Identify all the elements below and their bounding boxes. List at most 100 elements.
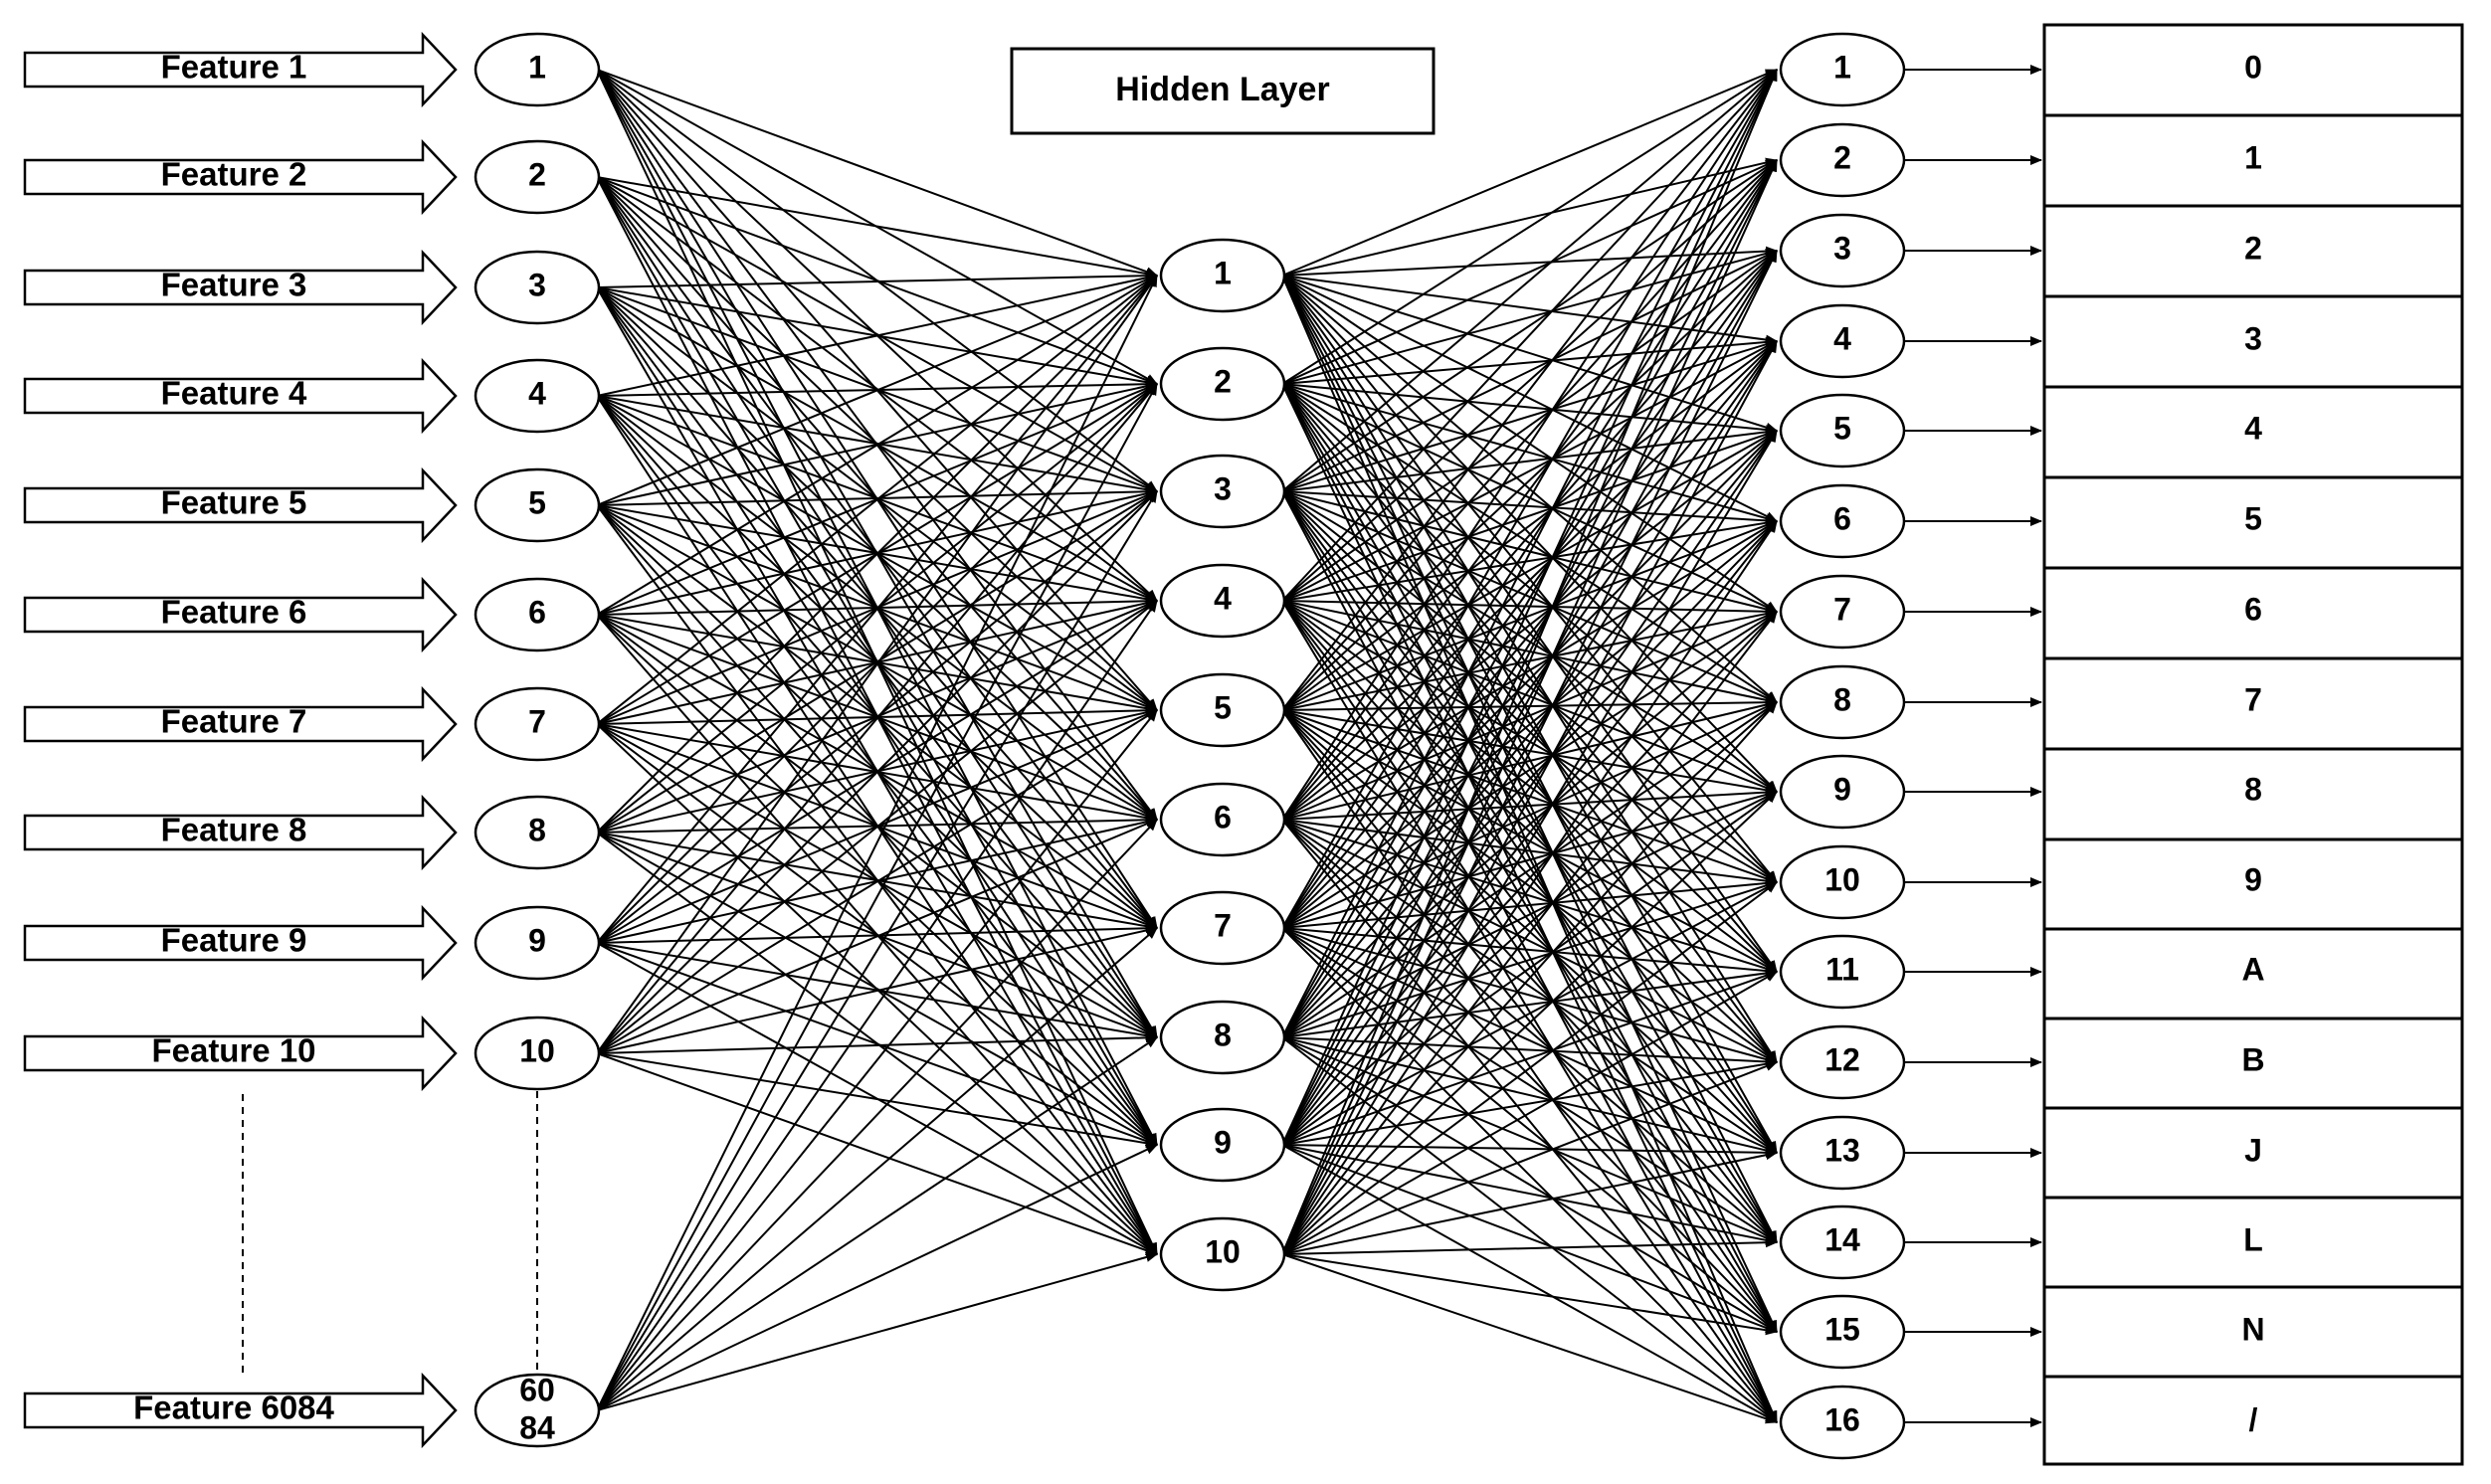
node-ellipse [474,686,601,762]
connection-input-2-hidden-1 [596,176,1158,279]
node-label: 1 [528,49,546,85]
input-node-6: 6 [474,577,601,652]
feature-label: Feature 8 [161,812,307,848]
input-node-7: 7 [474,686,601,762]
connection-hidden-10-output-5 [1281,430,1778,1255]
node-label: 1 [1833,49,1851,85]
feature-arrow-7: Feature 7 [23,685,458,763]
hidden-node-9: 9 [1159,1107,1286,1183]
input-node-3: 3 [474,250,601,325]
connection-input-8-hidden-3 [596,490,1158,834]
connection-input-10-hidden-4 [596,600,1158,1054]
connection-hidden-10-output-1 [1281,69,1778,1255]
node-label: 2 [528,156,546,192]
connection-hidden-7-output-5 [1281,430,1778,929]
connection-hidden-1-output-3 [1281,246,1778,277]
output-node-6: 6 [1779,483,1906,559]
node-label: 9 [1214,1124,1232,1160]
output-node-9: 9 [1779,754,1906,830]
hidden-node-5: 5 [1159,672,1286,748]
feature-arrow-5: Feature 5 [23,466,458,544]
connection-hidden-1-output-5 [1281,275,1778,433]
connection-hidden-8-output-6 [1281,520,1778,1038]
connection-hidden-6-output-4 [1281,340,1778,821]
feature-label: Feature 6084 [133,1390,334,1426]
node-label: 1 [1214,255,1232,290]
connection-hidden-8-output-2 [1281,159,1778,1038]
connection-hidden-3-output-15 [1281,490,1778,1333]
connection-hidden-3-output-4 [1281,339,1778,492]
class-label: 0 [2244,49,2262,85]
class-box-rect [2042,927,2464,1020]
feature-arrow-4: Feature 4 [23,357,458,435]
node-ellipse [1159,672,1286,748]
class-box-13: J [2042,1106,2464,1200]
class-box-11: A [2042,927,2464,1020]
node-ellipse [474,905,601,981]
output-node-14: 14 [1779,1205,1906,1280]
connection-hidden-4-output-15 [1281,600,1778,1333]
node-ellipse [1159,238,1286,313]
class-box-9: 8 [2042,747,2464,841]
connection-hidden-10-output-11 [1281,971,1778,1255]
connection-hidden-1-output-2 [1281,157,1778,277]
connection-hidden-10-output-15 [1281,1253,1778,1336]
node-ellipse [474,467,601,543]
class-label: A [2241,951,2264,987]
class-box-6: 5 [2042,475,2464,570]
feature-label: Feature 3 [161,267,307,303]
connection-input-1-hidden-1 [596,69,1158,277]
connection-hidden-5-output-6 [1281,520,1778,711]
connection-input-10-hidden-6 [596,819,1158,1054]
connection-hidden-5-output-4 [1281,340,1778,711]
class-box-rect [2042,475,2464,570]
node-ellipse [1159,563,1286,639]
feature-label: Feature 5 [161,484,307,521]
class-label: 1 [2244,139,2262,175]
feature-arrow-3: Feature 3 [23,249,458,326]
block-arrow-shape [23,138,458,216]
connection-hidden-6-output-3 [1281,250,1778,821]
connection-hidden-10-output-2 [1281,159,1778,1255]
block-arrow-shape [23,685,458,763]
node-label: 7 [1833,591,1851,627]
connection-hidden-10-output-13 [1281,1150,1778,1255]
node-label: 4 [1833,320,1851,356]
connection-input-10-hidden-9 [596,1052,1158,1149]
output-node-3: 3 [1779,213,1906,288]
block-arrow-shape [23,31,458,108]
connection-hidden-10-output-3 [1281,250,1778,1255]
connection-input-11-hidden-1 [596,275,1158,1411]
node-label: 5 [1214,689,1232,725]
class-box-2: 1 [2042,113,2464,208]
connection-input-11-hidden-10 [596,1252,1158,1411]
class-label: L [2243,1221,2263,1257]
node-ellipse [474,32,601,107]
node-label: 4 [1214,580,1232,616]
node-ellipse [474,358,601,434]
connection-hidden-4-output-6 [1281,517,1778,602]
connection-hidden-10-output-6 [1281,520,1778,1255]
node-ellipse [1159,454,1286,529]
connection-hidden-9-output-2 [1281,159,1778,1146]
connection-input-10-hidden-1 [596,275,1158,1054]
connection-hidden-7-output-3 [1281,250,1778,929]
block-arrow-shape [23,1015,458,1092]
class-box-rect [2042,294,2464,389]
block-arrow-shape [23,357,458,435]
node-label: 5 [528,484,546,520]
connection-hidden-9-output-6 [1281,520,1778,1146]
output-node-5: 5 [1779,393,1906,468]
node-label: 7 [528,703,546,739]
class-label: 8 [2244,771,2262,807]
feature-arrow-10: Feature 10 [23,1015,458,1092]
node-label: 13 [1824,1132,1860,1168]
output-node-16: 16 [1779,1385,1906,1460]
node-label: 10 [1205,1233,1241,1269]
connection-hidden-7-output-1 [1281,69,1778,929]
output-node-4: 4 [1779,303,1906,379]
